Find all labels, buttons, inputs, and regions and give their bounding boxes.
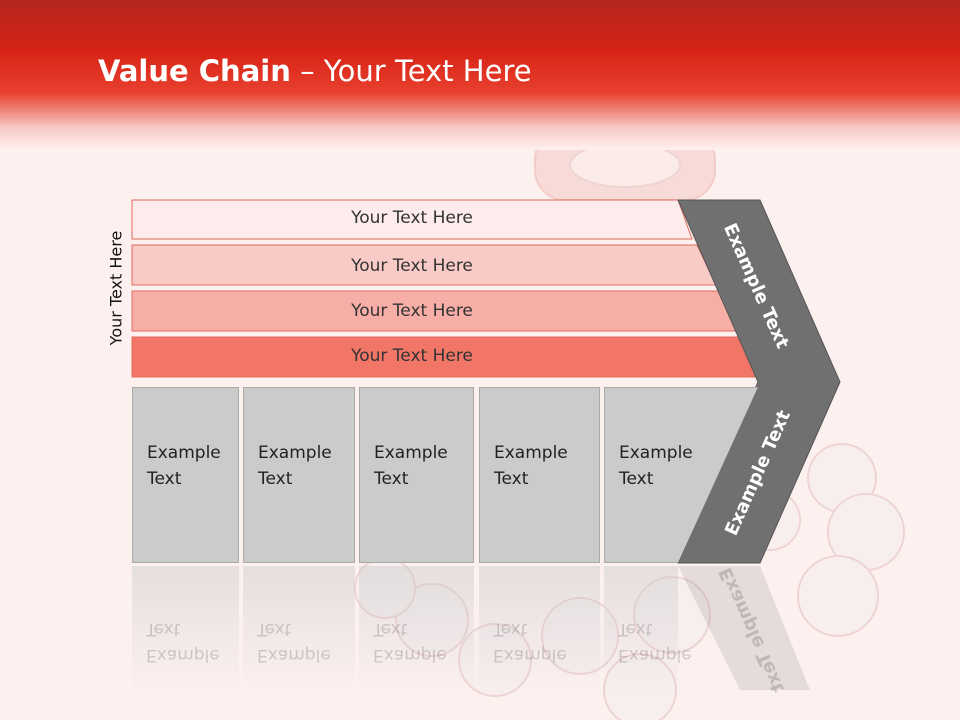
- row-bar-1: [131, 199, 693, 240]
- row-label-4: Your Text Here: [351, 346, 473, 366]
- side-label: Your Text Here: [106, 230, 126, 346]
- header-band: [0, 0, 960, 150]
- chevron-reflection: [678, 566, 810, 690]
- title-bold: Value Chain: [98, 54, 291, 88]
- row-label-3: Your Text Here: [351, 301, 473, 321]
- title-rest: – Your Text Here: [290, 54, 532, 88]
- row-label-2: Your Text Here: [351, 256, 473, 276]
- page-title: Value Chain – Your Text Here: [98, 54, 532, 88]
- row-label-1: Your Text Here: [351, 208, 473, 228]
